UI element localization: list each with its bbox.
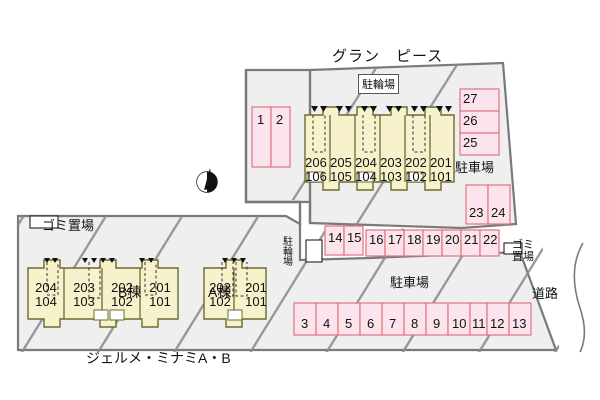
north-building — [304, 106, 455, 191]
a-building — [203, 258, 267, 328]
parking-space-number[interactable]: 1 — [257, 112, 265, 127]
b-block-name: B棟 — [118, 284, 142, 300]
parking-space-number[interactable]: 8 — [411, 316, 419, 331]
unit-lower: 102 — [111, 293, 133, 309]
parking-mid-left-pair[interactable] — [324, 225, 364, 256]
road-label: 道路 — [532, 286, 559, 301]
unit-lower: 105 — [330, 168, 352, 184]
unit-upper: 201 — [245, 280, 267, 295]
parking-space-number[interactable]: 7 — [389, 316, 397, 331]
unit-lower: 106 — [305, 168, 327, 184]
unit-lower: 103 — [380, 168, 402, 184]
parking-space-number[interactable]: 21 — [464, 232, 479, 247]
unit-upper: 204 — [355, 155, 377, 170]
garbage-label-west: ゴミ置場 — [42, 218, 95, 233]
unit-upper: 203 — [73, 280, 95, 295]
unit-upper: 202 — [111, 280, 133, 295]
parking-space-number[interactable]: 18 — [407, 232, 422, 247]
parking-space-number[interactable]: 27 — [463, 91, 478, 106]
parking-space-number[interactable]: 9 — [433, 316, 441, 331]
entry-markers — [311, 106, 452, 112]
b-building — [27, 258, 179, 328]
unit-upper: 202 — [209, 280, 231, 295]
unit-lower: 103 — [73, 293, 95, 309]
garbage-label-east: ゴミ置場 — [512, 239, 534, 263]
page-title-north: グラン ピース — [332, 48, 444, 65]
unit-upper: 206 — [305, 155, 327, 170]
unit-upper: 203 — [380, 155, 402, 170]
parking-space-number[interactable]: 6 — [367, 316, 375, 331]
unit-lower: 101 — [245, 293, 267, 309]
car-parking-label-south: 駐車場 — [390, 275, 430, 290]
parking-space-number[interactable]: 26 — [463, 113, 478, 128]
unit-lower: 104 — [35, 293, 57, 309]
parking-space-number[interactable]: 13 — [512, 316, 527, 331]
parking-space-number[interactable]: 4 — [323, 316, 331, 331]
parking-space-number[interactable]: 20 — [445, 232, 460, 247]
a-block-name: A棟 — [208, 284, 232, 300]
bicycle-parking-label-mid: 駐輪場 — [283, 237, 293, 268]
parking-space-number[interactable]: 12 — [490, 316, 505, 331]
parking-space-number[interactable]: 25 — [463, 135, 478, 150]
page-title-south: ジェルメ・ミナミA・B — [86, 350, 231, 366]
parking-east-column[interactable] — [459, 88, 500, 156]
parking-space-number[interactable]: 17 — [388, 232, 403, 247]
parking-south-row[interactable] — [293, 302, 532, 336]
parking-east-pair[interactable] — [465, 184, 511, 225]
bicycle-parking-label-north: 駐輪場 — [358, 74, 399, 94]
parking-space-number[interactable]: 15 — [347, 230, 362, 245]
unit-lower: 102 — [405, 168, 427, 184]
unit-upper: 201 — [149, 280, 171, 295]
car-parking-label-north: 駐車場 — [455, 160, 495, 175]
unit-upper: 202 — [405, 155, 427, 170]
parking-space-number[interactable]: 22 — [483, 232, 498, 247]
parking-space-number[interactable]: 11 — [472, 316, 486, 331]
parking-space-number[interactable]: 2 — [276, 112, 284, 127]
parking-space-number[interactable]: 5 — [345, 316, 353, 331]
unit-lower: 104 — [355, 168, 377, 184]
parking-mid-row[interactable] — [365, 229, 500, 257]
parking-space-number[interactable]: 19 — [426, 232, 441, 247]
road-boundary — [573, 242, 586, 353]
parking-space-number[interactable]: 14 — [328, 230, 343, 245]
unit-upper: 201 — [430, 155, 452, 170]
parking-space-number[interactable]: 23 — [469, 205, 484, 220]
parking-northwest-pair[interactable] — [251, 106, 291, 168]
parking-space-number[interactable]: 24 — [491, 205, 506, 220]
compass-rose-icon — [196, 168, 218, 193]
unit-lower: 101 — [430, 168, 452, 184]
facility-boxes — [29, 215, 523, 263]
unit-upper: 204 — [35, 280, 57, 295]
parking-space-number[interactable]: 16 — [369, 232, 384, 247]
unit-upper: 205 — [330, 155, 352, 170]
unit-lower: 102 — [209, 293, 231, 309]
unit-lower: 101 — [149, 293, 171, 309]
parking-space-number[interactable]: 3 — [301, 316, 309, 331]
parking-space-number[interactable]: 10 — [452, 316, 467, 331]
